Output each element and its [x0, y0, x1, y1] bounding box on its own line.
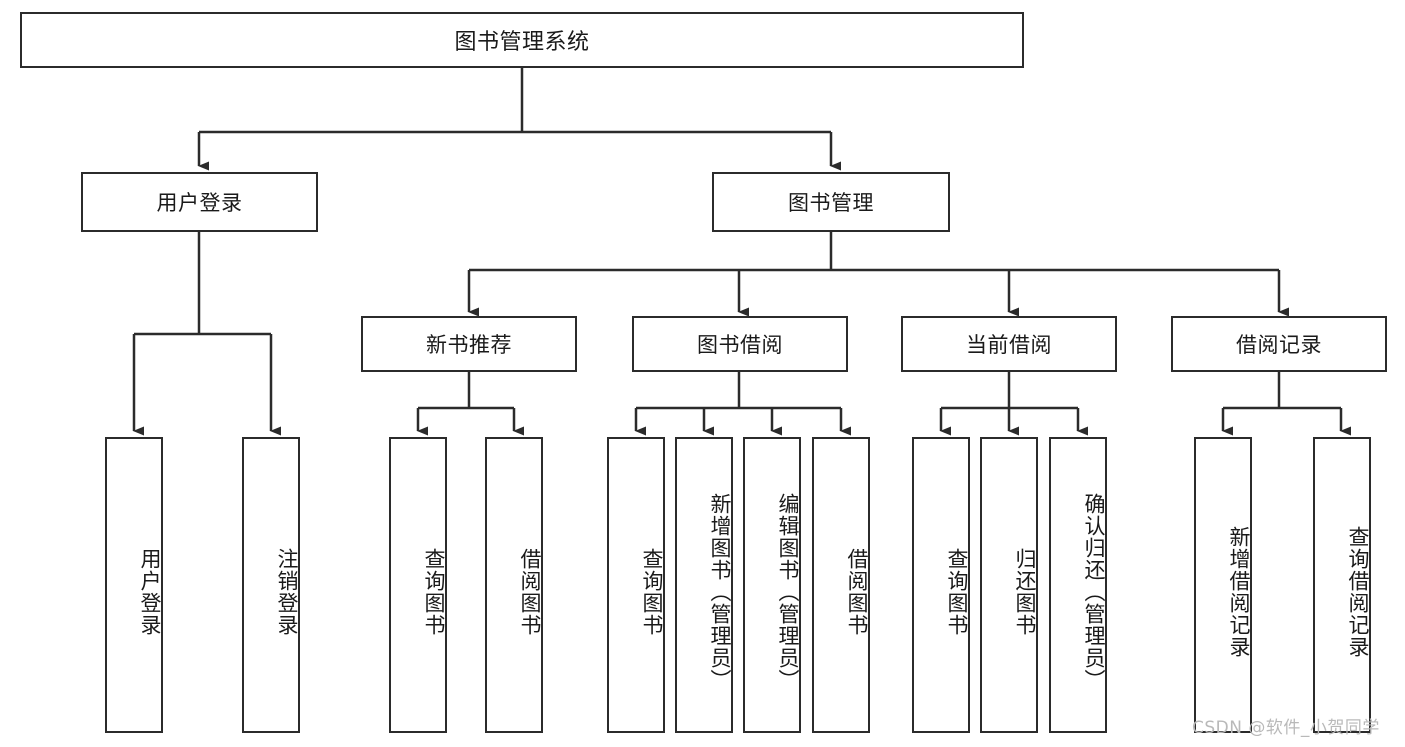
node-leaf-query-book-3[interactable]: 查询图书	[912, 437, 970, 733]
node-leaf-confirm-return[interactable]: 确认归还（管理员）	[1049, 437, 1107, 733]
node-label: 归还图书	[1013, 548, 1037, 636]
node-leaf-add-record[interactable]: 新增借阅记录	[1194, 437, 1252, 733]
node-label: 新增借阅记录	[1227, 526, 1251, 658]
node-label: 借阅记录	[1236, 333, 1322, 357]
node-label: 用户登录	[138, 548, 162, 636]
node-book-borrow[interactable]: 图书借阅	[632, 316, 848, 372]
node-leaf-borrow-book-1[interactable]: 借阅图书	[485, 437, 543, 733]
node-label: 编辑图书（管理员）	[776, 493, 800, 691]
node-label: 查询图书	[640, 548, 664, 636]
csdn-watermark: CSDN @软件_小贺同学	[1192, 718, 1380, 738]
node-leaf-add-book[interactable]: 新增图书（管理员）	[675, 437, 733, 733]
node-label: 确认归还（管理员）	[1082, 493, 1106, 691]
node-leaf-query-book-1[interactable]: 查询图书	[389, 437, 447, 733]
node-borrow-record[interactable]: 借阅记录	[1171, 316, 1387, 372]
node-leaf-user-login[interactable]: 用户登录	[105, 437, 163, 733]
node-book-manage[interactable]: 图书管理	[712, 172, 950, 232]
node-label: 查询图书	[422, 548, 446, 636]
node-label: 借阅图书	[845, 548, 869, 636]
node-new-book-recommend[interactable]: 新书推荐	[361, 316, 577, 372]
node-label: 查询借阅记录	[1346, 526, 1370, 658]
node-leaf-query-record[interactable]: 查询借阅记录	[1313, 437, 1371, 733]
node-label: 新增图书（管理员）	[708, 493, 732, 691]
node-root-book-management-system[interactable]: 图书管理系统	[20, 12, 1024, 68]
node-label: 新书推荐	[426, 333, 512, 357]
node-leaf-return-book[interactable]: 归还图书	[980, 437, 1038, 733]
node-label: 图书管理	[788, 191, 874, 215]
node-label: 当前借阅	[966, 333, 1052, 357]
node-leaf-borrow-book-2[interactable]: 借阅图书	[812, 437, 870, 733]
node-label: 用户登录	[156, 191, 243, 215]
node-leaf-edit-book[interactable]: 编辑图书（管理员）	[743, 437, 801, 733]
node-label: 注销登录	[275, 548, 299, 636]
node-label: 借阅图书	[518, 548, 542, 636]
node-leaf-logout[interactable]: 注销登录	[242, 437, 300, 733]
node-user-login[interactable]: 用户登录	[81, 172, 318, 232]
node-label: 图书管理系统	[454, 30, 590, 55]
node-leaf-query-book-2[interactable]: 查询图书	[607, 437, 665, 733]
node-label: 图书借阅	[697, 333, 783, 357]
node-label: 查询图书	[945, 548, 969, 636]
node-current-borrow[interactable]: 当前借阅	[901, 316, 1117, 372]
